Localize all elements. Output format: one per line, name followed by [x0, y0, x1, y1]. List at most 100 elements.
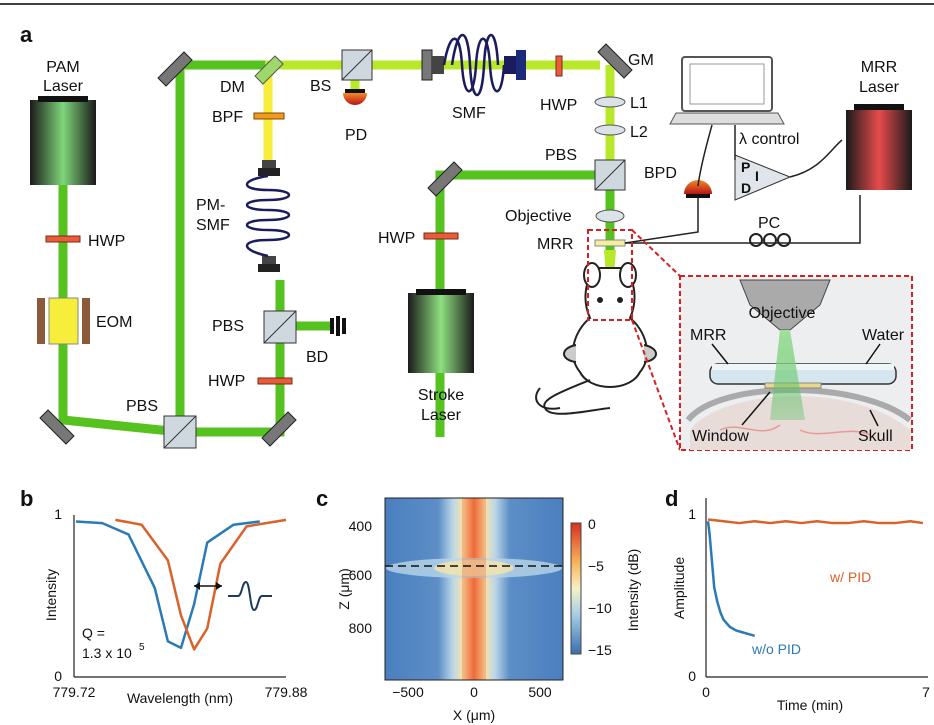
pm-smf-fiber [246, 160, 290, 272]
d-series-without-pid-line [706, 521, 756, 638]
l2-label: L2 [630, 124, 648, 141]
c-cbar-tick-0: 0 [588, 516, 596, 532]
d-legend-with-pid: w/ PID [829, 569, 871, 585]
bd-label: BD [306, 349, 328, 366]
d-xlabel: Time (min) [777, 697, 843, 713]
eom-label: EOM [96, 314, 132, 331]
bpf-label: BPF [212, 109, 243, 126]
callout-line-bottom [631, 319, 681, 451]
eom-right [82, 298, 90, 344]
bpd-base [686, 194, 710, 198]
c-ytick-400: 400 [349, 518, 373, 534]
b-xlabel: Wavelength (nm) [127, 690, 233, 706]
panel-b-plot [75, 518, 287, 651]
mrr-laser-body [846, 110, 912, 190]
b-ytick-bottom: 0 [54, 668, 62, 684]
wires [624, 124, 861, 244]
mrr-chip [594, 239, 626, 247]
callout-line-top [631, 229, 681, 277]
stroke-laser-cap [416, 289, 466, 295]
objective-lens [595, 209, 625, 223]
smf-label: SMF [452, 105, 486, 122]
d-ytick-bottom: 0 [688, 668, 696, 684]
b-xtick-right: 779.88 [265, 684, 308, 700]
pbs-right-label: PBS [545, 147, 577, 164]
eom-crystal [48, 297, 79, 345]
inset-window-label: Window [692, 428, 749, 445]
pam-laser-label-1: PAM [46, 59, 79, 76]
lens-l1 [594, 96, 626, 108]
hwp-top-plate [555, 55, 563, 77]
hwp-top-label: HWP [540, 97, 577, 114]
hwp-mid-plate [257, 377, 293, 385]
b-q-label: Q = [82, 625, 105, 641]
l1-label: L1 [630, 95, 648, 112]
d-series-with-pid-line [707, 518, 924, 525]
c-colorbar-label: Intensity (dB) [625, 549, 641, 631]
panel-d-axes [705, 498, 928, 678]
mirrors [39, 43, 633, 447]
green-beam-paths [58, 60, 615, 437]
c-ytick-800: 800 [349, 620, 373, 636]
c-heatmap [385, 498, 563, 680]
beam-dump [330, 316, 346, 336]
panel-a-letter: a [20, 22, 33, 47]
inset-skull-label: Skull [858, 428, 893, 445]
pc-label: PC [758, 215, 780, 232]
bpf-filter [253, 112, 285, 120]
eom-left [37, 298, 45, 344]
mrr-laser-label-1: MRR [861, 59, 897, 76]
b-ytick-top: 1 [54, 506, 62, 522]
pam-laser-cap [38, 96, 88, 102]
c-xtick-500: 500 [528, 684, 552, 700]
lambda-control-label: λ control [739, 131, 799, 148]
pd-base [345, 89, 365, 93]
b-xtick-left: 779.72 [53, 684, 96, 700]
dichroic-mirror [254, 55, 284, 85]
mrr-label: MRR [537, 236, 573, 253]
c-ylabel: Z (μm) [336, 568, 352, 610]
b-q-exponent: 5 [139, 642, 145, 653]
b-series-blue-line [75, 520, 260, 650]
c-xtick-neg500: −500 [392, 684, 424, 700]
c-frame [384, 497, 564, 681]
c-focal-spread-inner [434, 560, 514, 576]
inset-water-label: Water [862, 327, 905, 344]
panel-c-letter: c [316, 486, 328, 511]
zoom-box [587, 229, 633, 321]
hwp-left-label: HWP [88, 233, 125, 250]
pbs-cubes [163, 49, 626, 449]
inset-arrows [711, 343, 881, 427]
dm-label: DM [220, 79, 245, 96]
bpd-dome [684, 180, 712, 194]
objective-label: Objective [505, 208, 572, 225]
c-ytick-600: 600 [349, 567, 373, 583]
bs-label: BS [310, 78, 331, 95]
c-colorbar [570, 522, 582, 655]
c-xtick-0: 0 [470, 684, 478, 700]
mrr-laser-cap [854, 104, 904, 110]
b-arrow-head-left [194, 582, 200, 590]
panel-b-letter: b [20, 486, 33, 511]
hwp-stroke-label: HWP [378, 230, 415, 247]
mouse-illustration [535, 262, 657, 415]
lens-l2 [594, 124, 626, 136]
pbs-mid-label: PBS [212, 318, 244, 335]
pam-laser-label-2: Laser [43, 78, 84, 95]
computer-icon [669, 56, 785, 125]
pd-dome [343, 93, 367, 105]
inset-objective-label: Objective [749, 305, 816, 322]
inset-mrr-label: MRR [690, 327, 726, 344]
pm-smf-label-2: SMF [196, 217, 230, 234]
polarization-controller [749, 233, 791, 247]
pid-d: D [741, 180, 751, 196]
d-ylabel: Amplitude [671, 557, 687, 619]
panel-d-letter: d [665, 486, 678, 511]
c-cbar-tick-5: −5 [588, 558, 604, 574]
mrr-laser-label-2: Laser [859, 79, 900, 96]
inset [679, 275, 913, 451]
bpd-label: BPD [644, 165, 677, 182]
d-legend-without-pid: w/o PID [751, 641, 801, 657]
c-cbar-tick-15: −15 [588, 642, 612, 658]
